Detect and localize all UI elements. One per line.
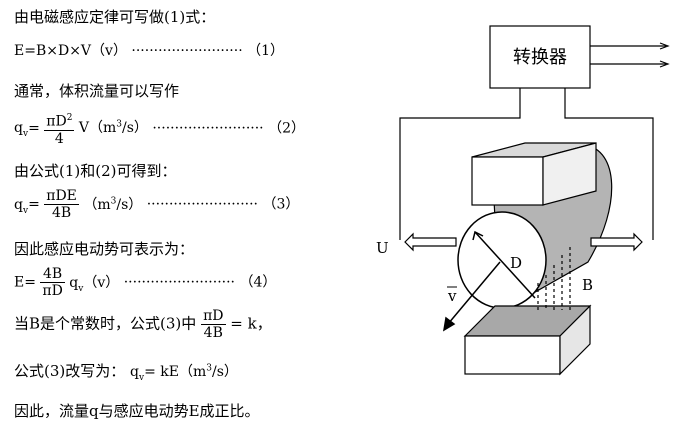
signal-wires [399, 88, 654, 240]
equation-4: E= 4B πD qv（v） ·························… [14, 266, 276, 299]
converter-box [489, 25, 591, 89]
diameter-line [472, 230, 536, 299]
bottom-magnet [463, 304, 592, 376]
equals-sign: = [28, 196, 40, 213]
converter-label: 转换器 [513, 47, 567, 67]
flow-intro-line: 通常，体积流量可以写作 [14, 82, 180, 100]
fraction-pi-d-over-4b: πD 4B [201, 308, 226, 341]
left-u-arrow [404, 232, 457, 252]
equation-1-body: E=B×D×V（v） [14, 43, 127, 59]
label-d: D [510, 254, 522, 272]
fraction-pi-de-over-4b: πDE 4B [44, 188, 79, 221]
equation-2-tail: V（m3/s） [78, 119, 148, 137]
output-arrows [590, 42, 670, 68]
leader-dots: ························· [152, 120, 264, 137]
pipe-end-face [457, 211, 547, 309]
equation-4-number: （4） [239, 274, 277, 291]
intro-line: 由电磁感应定律可写做(1)式： [14, 8, 216, 26]
qv-symbol: qv [14, 196, 29, 216]
equation-3: qv= πDE 4B （m3/s） ······················… [14, 188, 299, 221]
flowmeter-diagram: 转换器 [376, 25, 670, 376]
leader-dots: ························· [146, 196, 258, 213]
leader-dots: ························· [131, 43, 243, 59]
equation-2: qv= πD2 4 V（m3/s） ······················… [14, 110, 305, 147]
fraction-pi-d2-over-4: πD2 4 [44, 110, 75, 147]
equation-4-prefix: E= [14, 274, 36, 291]
equation-1-number: （1） [247, 43, 285, 59]
magnetic-field-lines [537, 247, 571, 310]
qv-symbol: qv [14, 120, 29, 140]
conclusion-line: 因此，流量q与感应电动势E成正比。 [14, 402, 260, 420]
equation-4-tail: qv（v） [69, 274, 120, 294]
leader-dots: ························· [123, 274, 235, 291]
equals-sign: = [28, 120, 40, 137]
fraction-4b-over-pi-d: 4B πD [40, 266, 65, 299]
constant-line: 当B是个常数时，公式(3)中 πD 4B = k， [14, 308, 272, 341]
equation-2-number: （2） [268, 120, 305, 137]
equation-1: E=B×D×V（v） ························· （1） [14, 40, 284, 60]
label-v: v [447, 287, 457, 305]
label-b: B [582, 276, 593, 294]
label-u: U [376, 239, 389, 257]
rewrite-line: 公式(3)改写为： qv= kE（m3/s） [14, 362, 238, 383]
velocity-arrow [442, 261, 501, 332]
emf-intro-line: 因此感应电动势可表示为： [14, 240, 195, 258]
equation-3-unit: （m3/s） [83, 195, 143, 213]
equation-3-number: （3） [262, 196, 300, 213]
top-magnet [471, 142, 597, 206]
combine-line: 由公式(1)和(2)可得到： [14, 162, 177, 180]
right-u-arrow [590, 232, 643, 252]
